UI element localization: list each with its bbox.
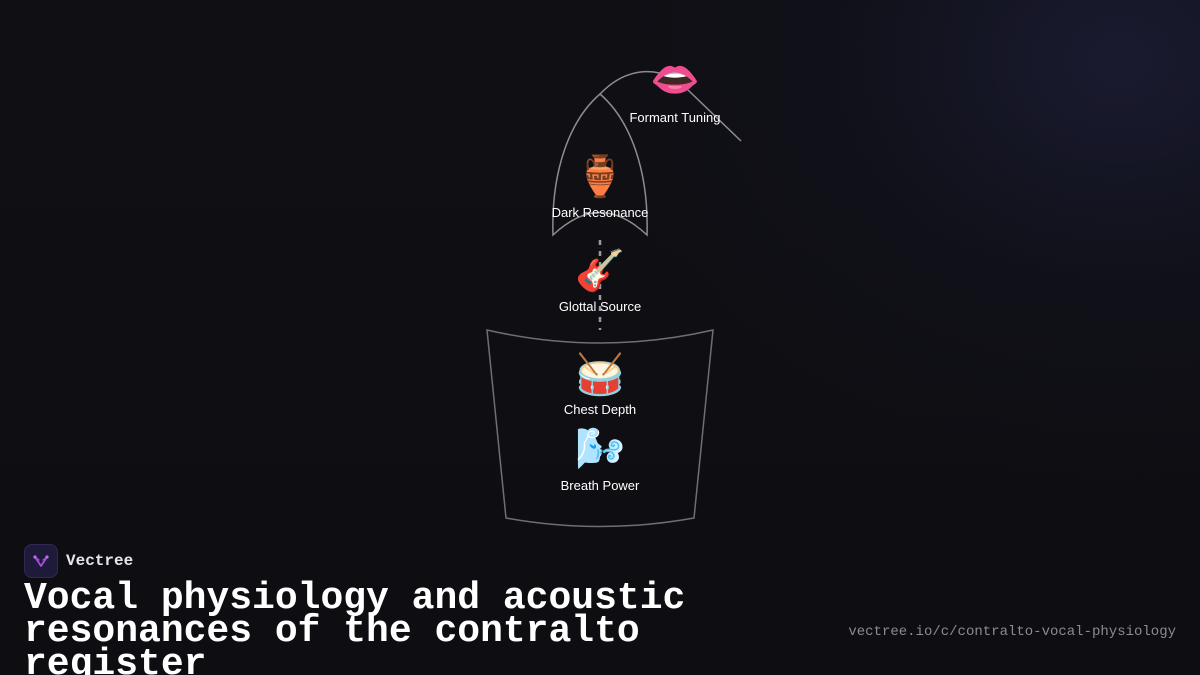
node-dark-resonance: 🏺 Dark Resonance [552, 153, 649, 220]
node-glottal-source: 🎸 Glottal Source [559, 247, 641, 314]
mouth-arc [599, 70, 689, 95]
page-title: Vocal physiology and acoustic resonances… [24, 577, 686, 675]
node-label: Dark Resonance [552, 205, 649, 220]
lips-icon: 👄 [650, 57, 700, 103]
chest-cavity-outline [486, 329, 714, 528]
node-formant-tuning: 👄 Formant Tuning [629, 57, 720, 125]
brand: Vectree [24, 544, 133, 578]
node-label: Formant Tuning [629, 110, 720, 125]
node-breath-power: 🌬️ Breath Power [561, 426, 640, 493]
formant-pointer-line [687, 89, 742, 142]
node-label: Glottal Source [559, 299, 641, 314]
wind-face-icon: 🌬️ [575, 426, 625, 472]
node-label: Chest Depth [564, 402, 636, 417]
source-url: vectree.io/c/contralto-vocal-physiology [848, 624, 1176, 640]
node-chest-depth: 🥁 Chest Depth [564, 351, 636, 417]
drum-icon: 🥁 [575, 351, 625, 398]
node-label: Breath Power [561, 478, 640, 493]
guitar-icon: 🎸 [575, 247, 625, 294]
vectree-logo-icon [24, 544, 58, 578]
amphora-icon: 🏺 [575, 153, 625, 200]
vocal-tract-outline [552, 93, 648, 237]
brand-name: Vectree [66, 552, 134, 570]
